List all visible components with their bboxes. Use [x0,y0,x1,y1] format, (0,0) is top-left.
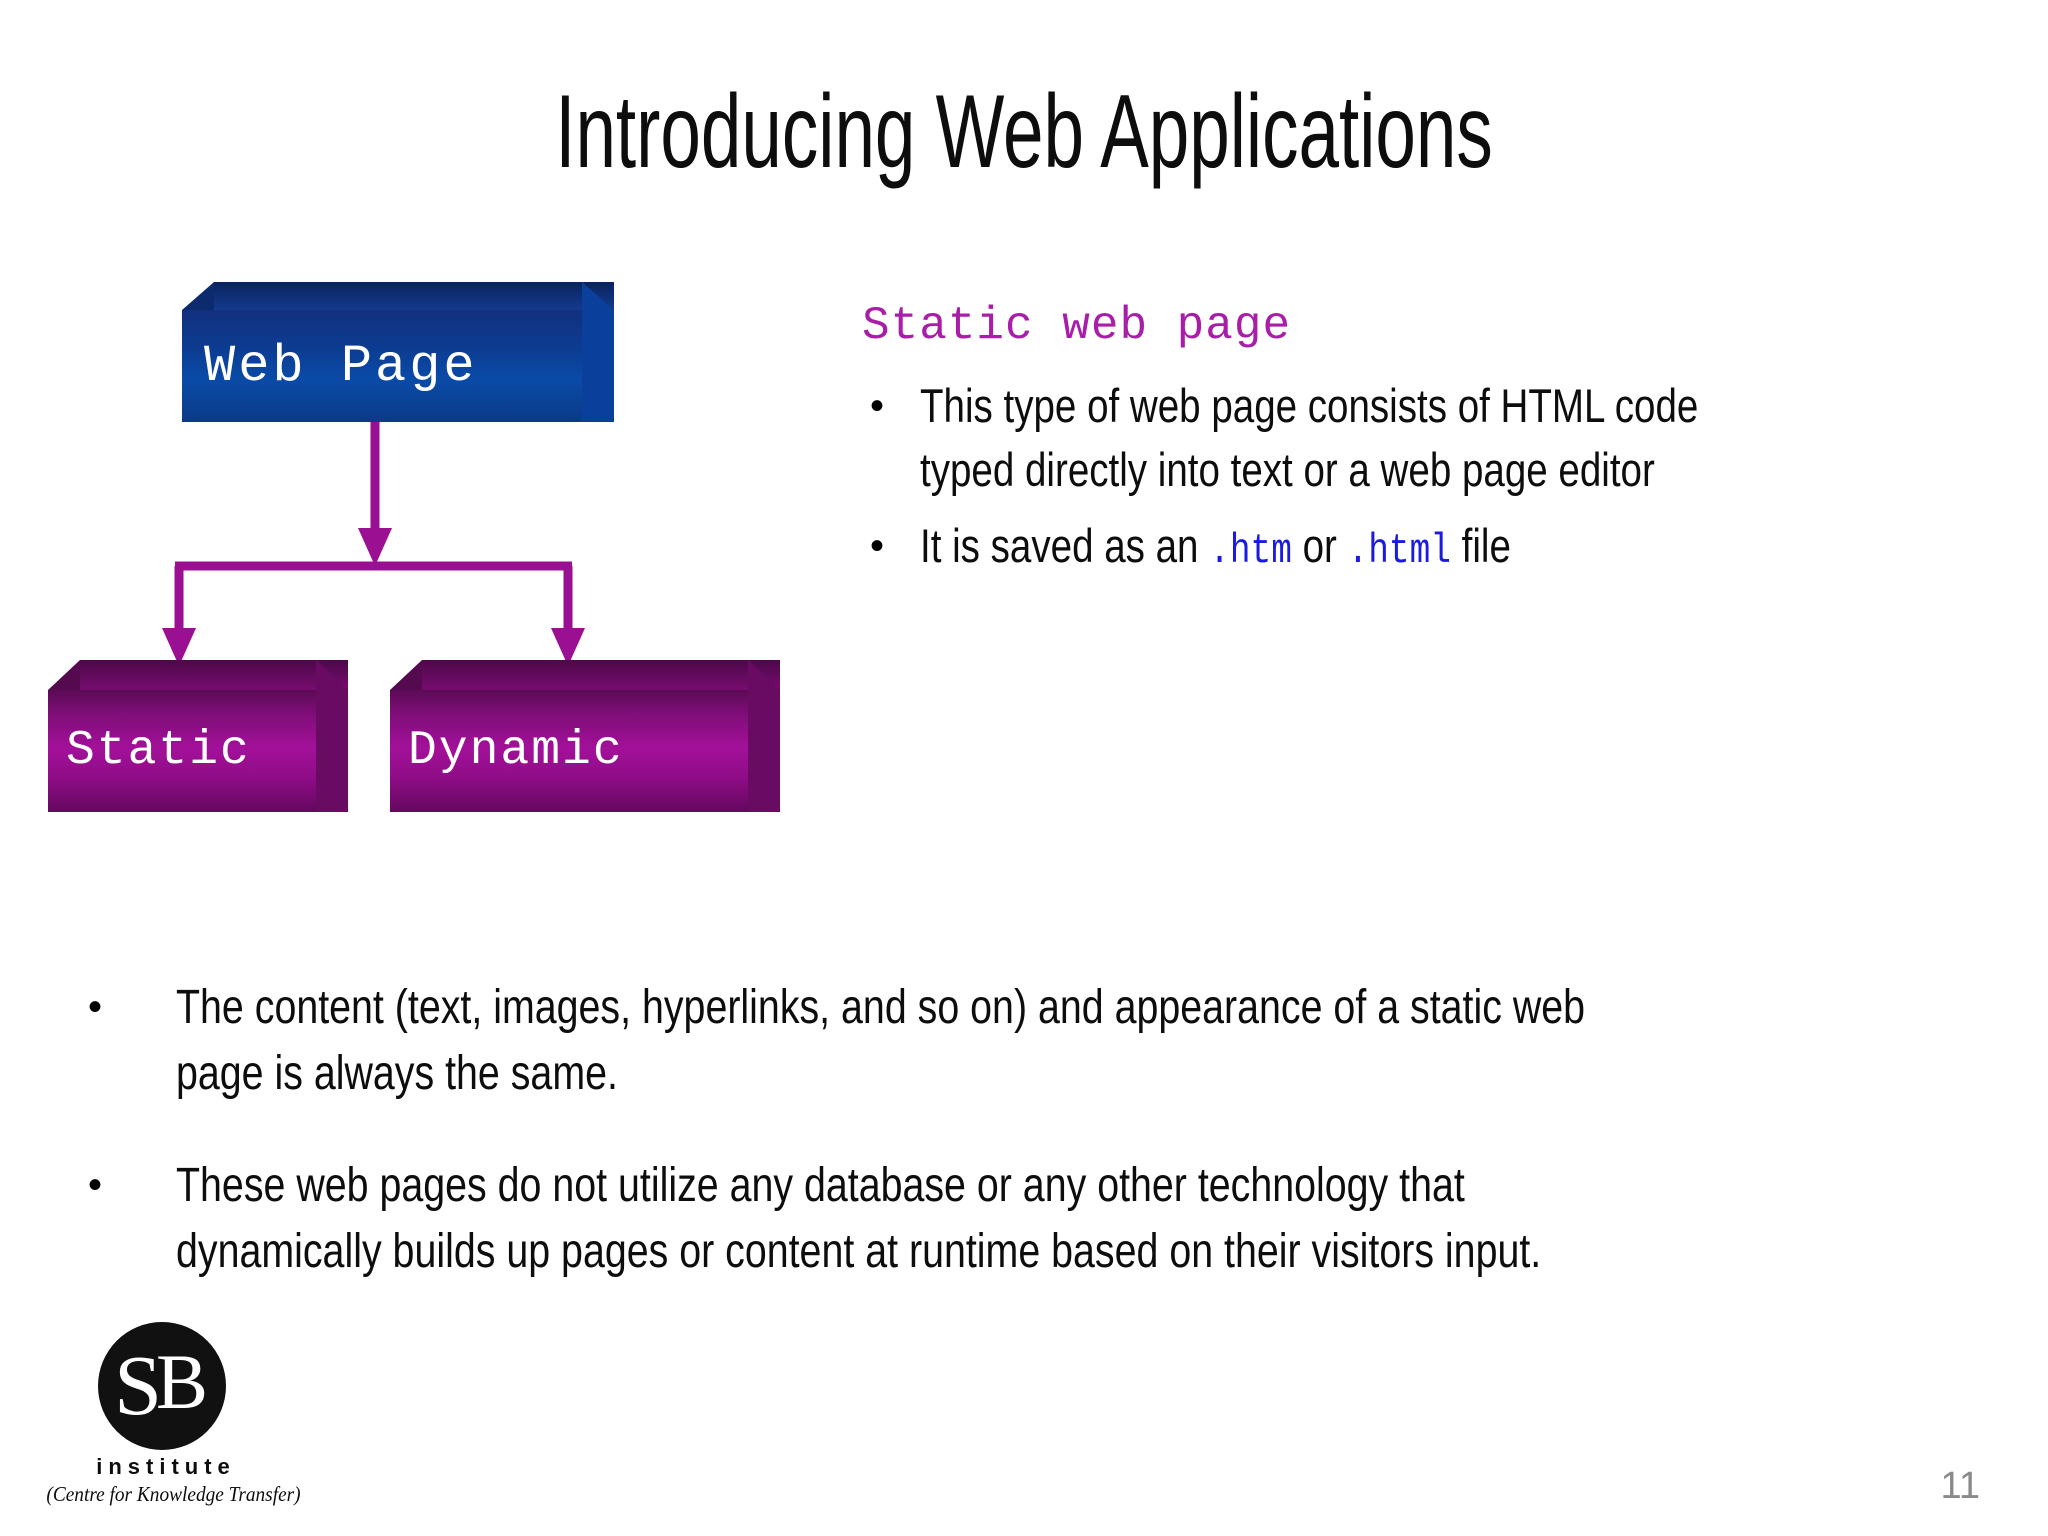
svg-text:B: B [156,1338,208,1425]
diagram-node-label-dynamic: Dynamic [408,724,624,778]
bullet-text-html-code: This type of web page consists of HTML c… [920,379,1699,496]
box-front-face: Static [48,690,316,812]
diagram-node-label-web-page: Web Page [204,336,478,396]
section-heading-static-web-page: Static web page [862,300,1292,352]
bottom-bullet-list: • The content (text, images, hyperlinks,… [88,975,1988,1331]
box-side-face [582,282,614,422]
bullet-text-no-database: These web pages do not utilize any datab… [176,1159,1542,1278]
box-top-bevel [182,282,214,310]
text-segment-prefix: It is saved as an [920,519,1210,572]
page-number: 11 [1940,1465,1980,1507]
bullet-marker-icon: • [870,524,885,568]
box-side-face [316,660,348,812]
list-item: • The content (text, images, hyperlinks,… [88,975,1988,1107]
web-page-classification-diagram: Web Page Static Dynamic [0,0,820,860]
box-top-face [422,660,780,690]
bullet-marker-icon: • [88,985,103,1029]
diagram-node-label-static: Static [66,724,251,778]
logo-tagline-text: (Centre for Knowledge Transfer) [46,1482,301,1506]
bullet-marker-icon: • [870,384,885,428]
diagram-node-web-page[interactable]: Web Page [182,282,614,422]
sb-institute-logo: S B institute (Centre for Knowledge Tran… [36,1322,301,1507]
sb-monogram-icon: S B [100,1324,224,1448]
text-segment-suffix: file [1450,519,1511,572]
bullet-text-content-appearance: The content (text, images, hyperlinks, a… [176,981,1586,1100]
box-top-bevel [48,660,80,690]
bullet-marker-icon: • [88,1163,103,1207]
list-item: • This type of web page consists of HTML… [862,374,1942,502]
box-top-bevel [390,660,422,690]
list-item: • It is saved as an .htm or .html file [862,514,1942,583]
static-web-page-section: Static web page • This type of web page … [862,300,1942,595]
diagram-node-static[interactable]: Static [48,660,348,812]
box-front-face: Dynamic [390,690,748,812]
bullet-text-file-extensions: It is saved as an .htm or .html file [920,514,1758,583]
code-token-html: .html [1347,527,1451,575]
box-top-face [80,660,348,690]
diagram-node-dynamic[interactable]: Dynamic [390,660,780,812]
box-side-face [748,660,780,812]
svg-text:S: S [114,1337,162,1433]
box-top-face [214,282,614,310]
list-item: • These web pages do not utilize any dat… [88,1153,1988,1285]
logo-circle-mark: S B [98,1322,226,1450]
text-segment-or: or [1291,519,1348,572]
page-title: Introducing Web Applications [555,74,1493,190]
logo-institute-text: institute [96,1454,236,1479]
code-token-htm: .htm [1209,527,1292,575]
box-front-face: Web Page [182,310,582,422]
